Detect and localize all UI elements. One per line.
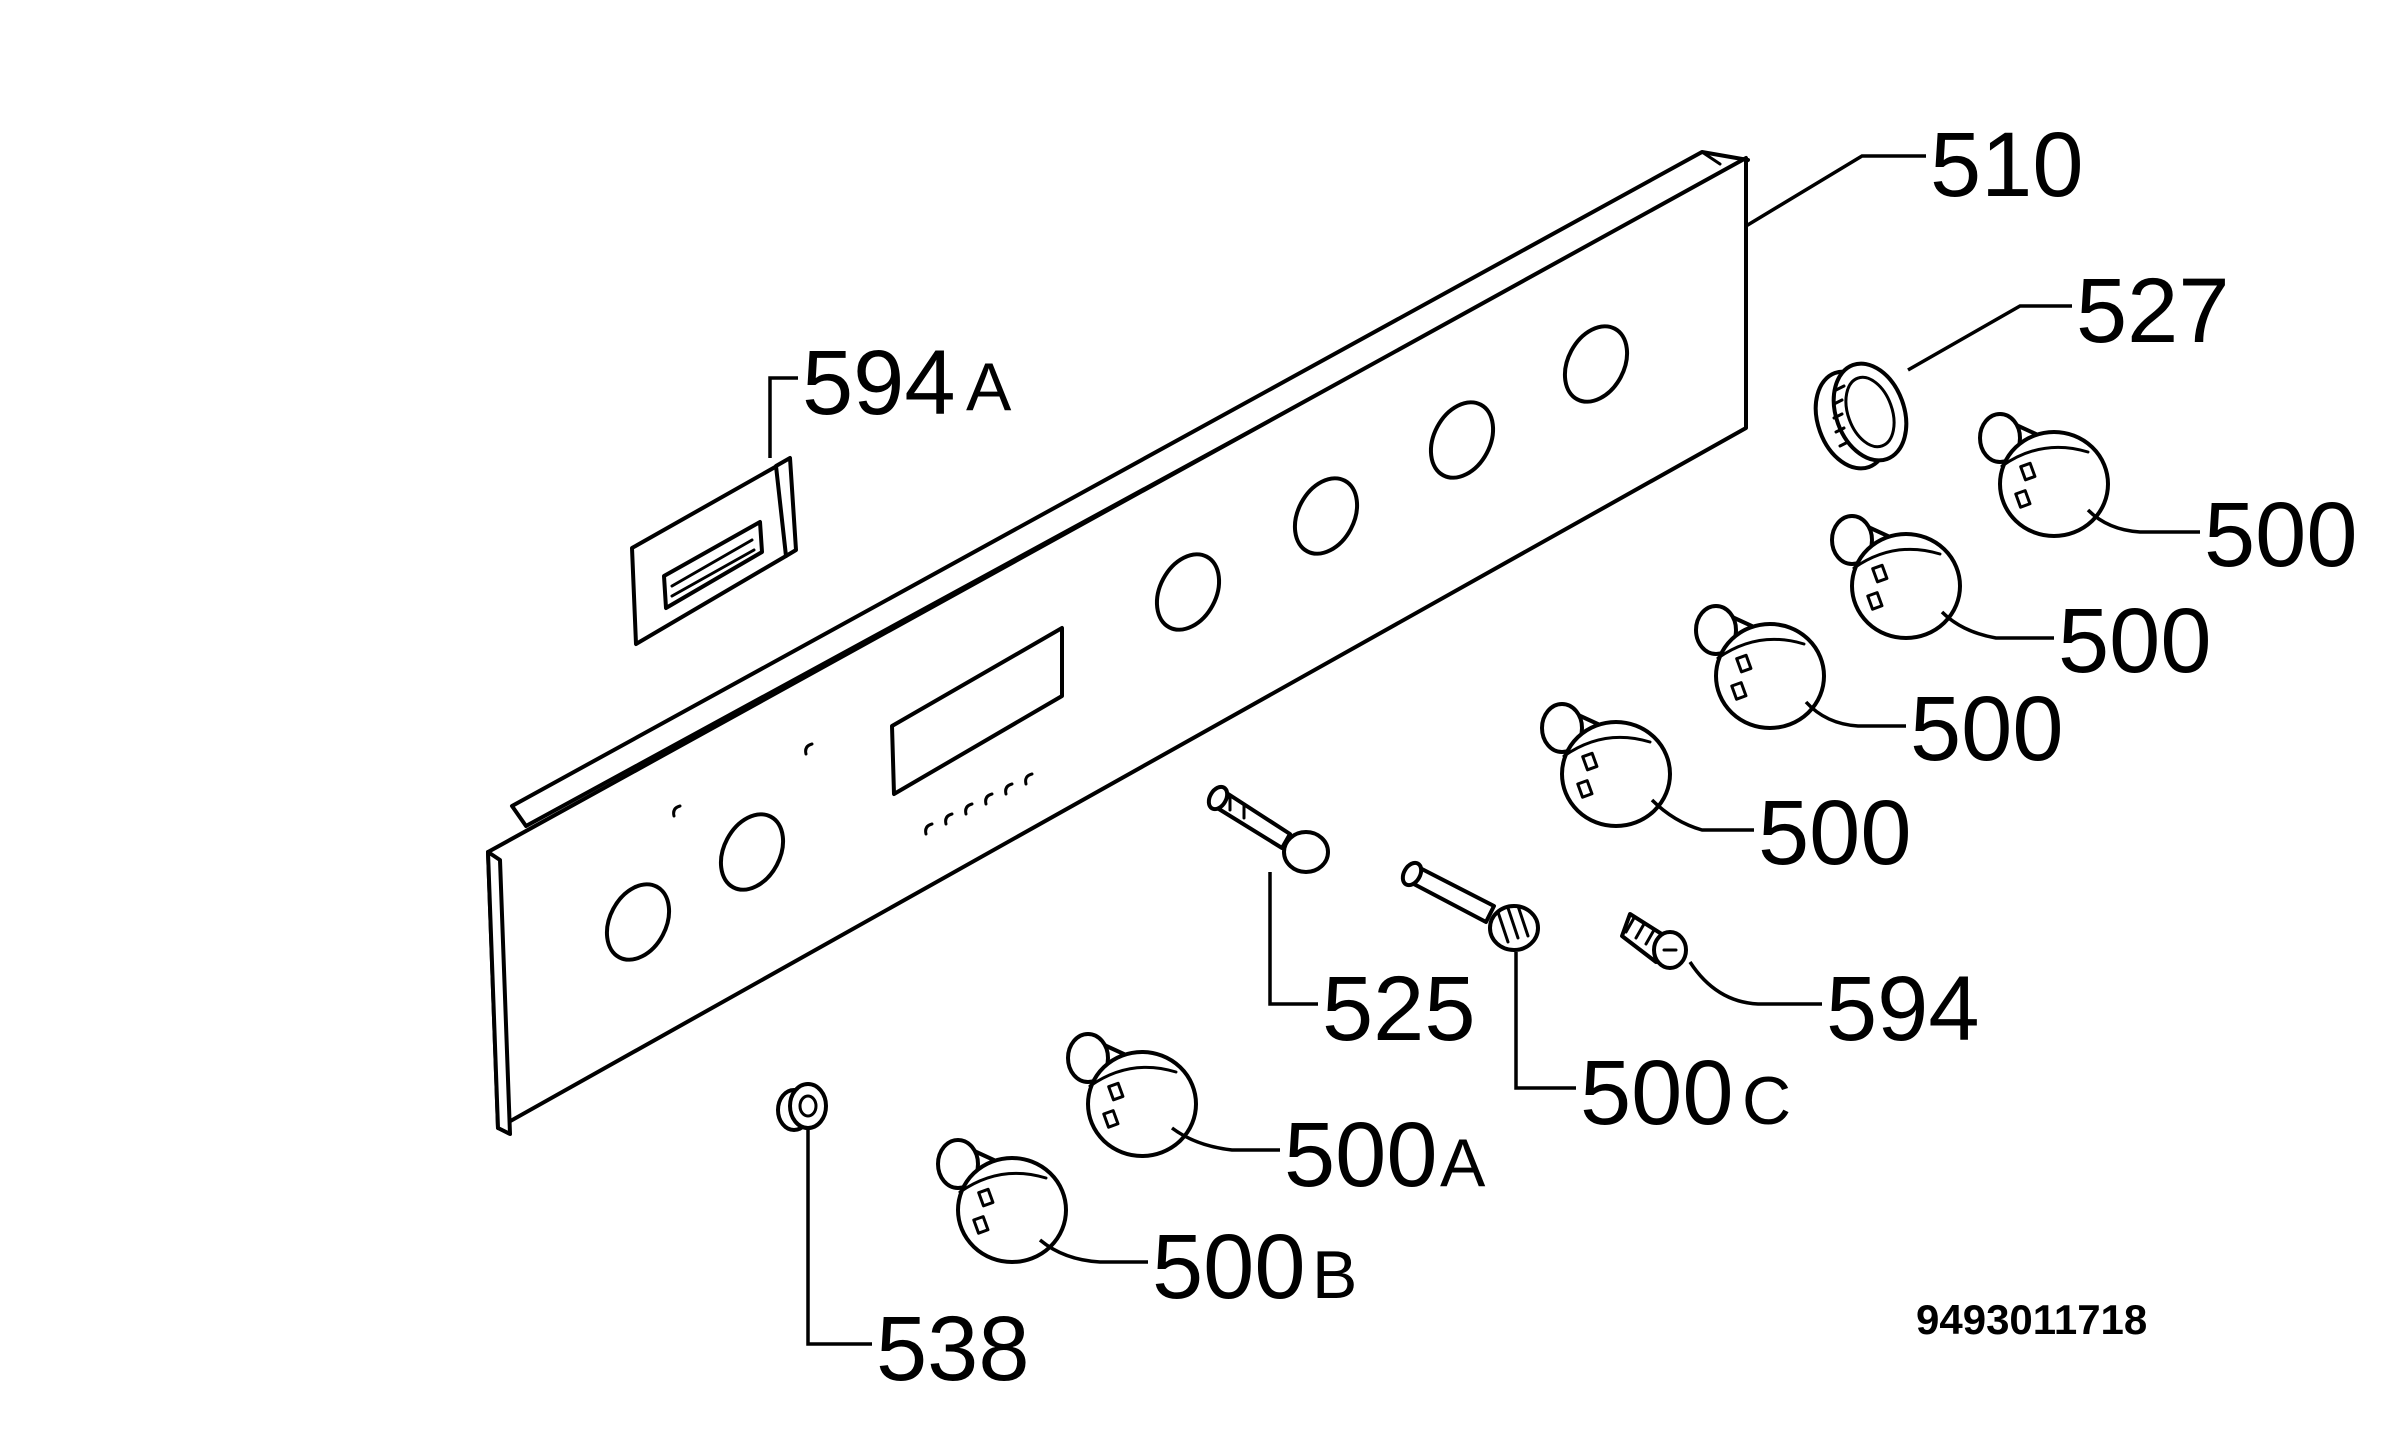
- bezel-ring: [1813, 361, 1909, 471]
- clip-594a: [630, 456, 798, 646]
- label-500-1: 500: [2204, 484, 2358, 586]
- label-527: 527: [2076, 260, 2230, 362]
- label-525: 525: [1322, 958, 1476, 1060]
- label-538: 538: [876, 1298, 1030, 1400]
- label-594: 594: [1826, 958, 1980, 1060]
- knob-500-3: [1694, 604, 1826, 730]
- knob-holes: [604, 324, 1630, 962]
- knob-500-4: [1540, 702, 1672, 828]
- spindle-500c: [1400, 860, 1540, 952]
- label-500-4: 500: [1758, 782, 1912, 884]
- part-labels: 510 527 500 500 500 500 594 500 C 525 50…: [802, 114, 2358, 1400]
- label-594a-number: 594: [802, 332, 956, 434]
- display-window: [890, 626, 1064, 796]
- nut-538: [776, 1082, 828, 1132]
- leader-lines: [768, 154, 2200, 1346]
- label-510: 510: [1930, 114, 2084, 216]
- button-stem-525: [1206, 784, 1330, 874]
- label-500-3: 500: [1910, 678, 2064, 780]
- label-594a-suffix: A: [966, 349, 1012, 425]
- knob-500a: [1066, 1032, 1198, 1158]
- indicator-marks: [672, 742, 1034, 836]
- document-number: 9493011718: [1916, 1296, 2147, 1343]
- label-500c-suffix: C: [1742, 1063, 1791, 1139]
- label-500a-number: 500: [1284, 1104, 1438, 1206]
- control-panel: [486, 150, 1750, 1136]
- label-500c-number: 500: [1580, 1042, 1734, 1144]
- screw-594: [1620, 912, 1688, 970]
- knob-500-1: [1978, 412, 2110, 538]
- label-500b-number: 500: [1152, 1216, 1306, 1318]
- label-500b-suffix: B: [1312, 1237, 1357, 1313]
- knob-500-2: [1830, 514, 1962, 640]
- label-500a-suffix: A: [1440, 1125, 1486, 1201]
- label-500-2: 500: [2058, 590, 2212, 692]
